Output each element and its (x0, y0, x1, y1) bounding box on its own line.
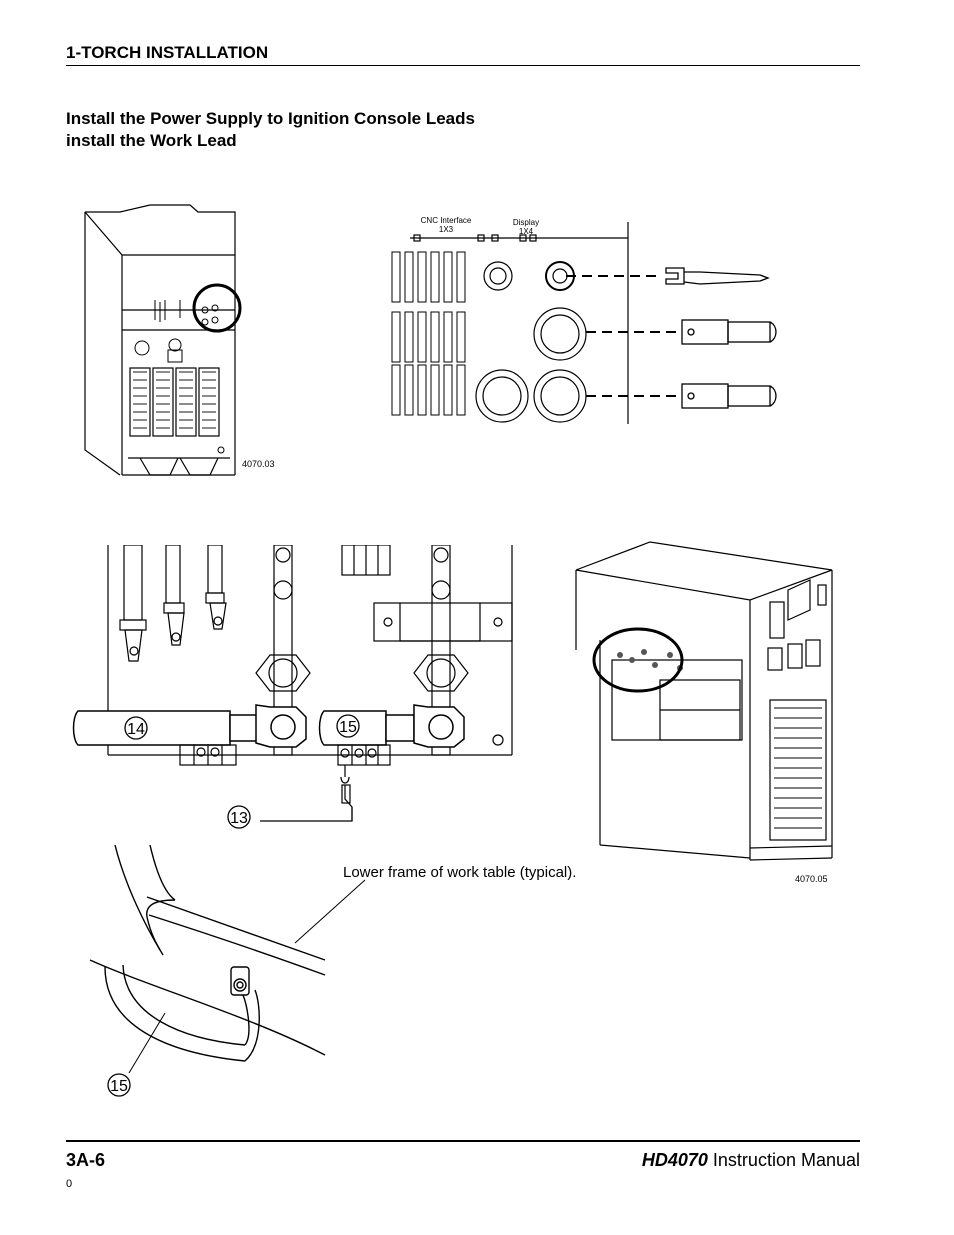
figure1-code: 4070.03 (242, 459, 275, 469)
footer-code: 0 (66, 1178, 73, 1190)
model-name: HD4070 (641, 1150, 708, 1170)
callout-15-work-lead: 15 (110, 1078, 128, 1095)
manual-name: Instruction Manual (707, 1150, 860, 1170)
figure2-code: 4070.05 (795, 874, 828, 884)
power-supply-illustration: 4070.03 (84, 204, 275, 476)
callout-13: 13 (230, 810, 248, 827)
cnc-interface-label: CNC Interface (421, 216, 472, 225)
page-number: 3A-6 (66, 1150, 106, 1170)
rear-panel-connections-illustration: CNC Interface 1X3 Display 1X4 (391, 216, 777, 424)
work-table-annotation: Lower frame of work table (typical). (343, 864, 576, 881)
display-label: Display (513, 218, 539, 227)
work-table-illustration: Lower frame of work table (typical). 15 (89, 845, 576, 1097)
callout-14: 14 (127, 721, 145, 738)
callout-15-console: 15 (339, 719, 357, 736)
ignition-console-illustration: 4070.05 (575, 541, 833, 884)
section-title: 1-TORCH INSTALLATION (66, 43, 269, 62)
heading-line-2: install the Work Lead (66, 131, 237, 150)
heading-line-1: Install the Power Supply to Ignition Con… (66, 109, 475, 128)
manual-title: HD4070 Instruction Manual (642, 1150, 860, 1171)
display-id: 1X4 (519, 227, 534, 236)
footer-rule (66, 1140, 860, 1142)
console-leads-illustration: 14 15 13 (72, 545, 513, 829)
cnc-interface-id: 1X3 (439, 225, 454, 234)
page-heading: Install the Power Supply to Ignition Con… (66, 108, 475, 152)
header-rule (66, 65, 860, 66)
